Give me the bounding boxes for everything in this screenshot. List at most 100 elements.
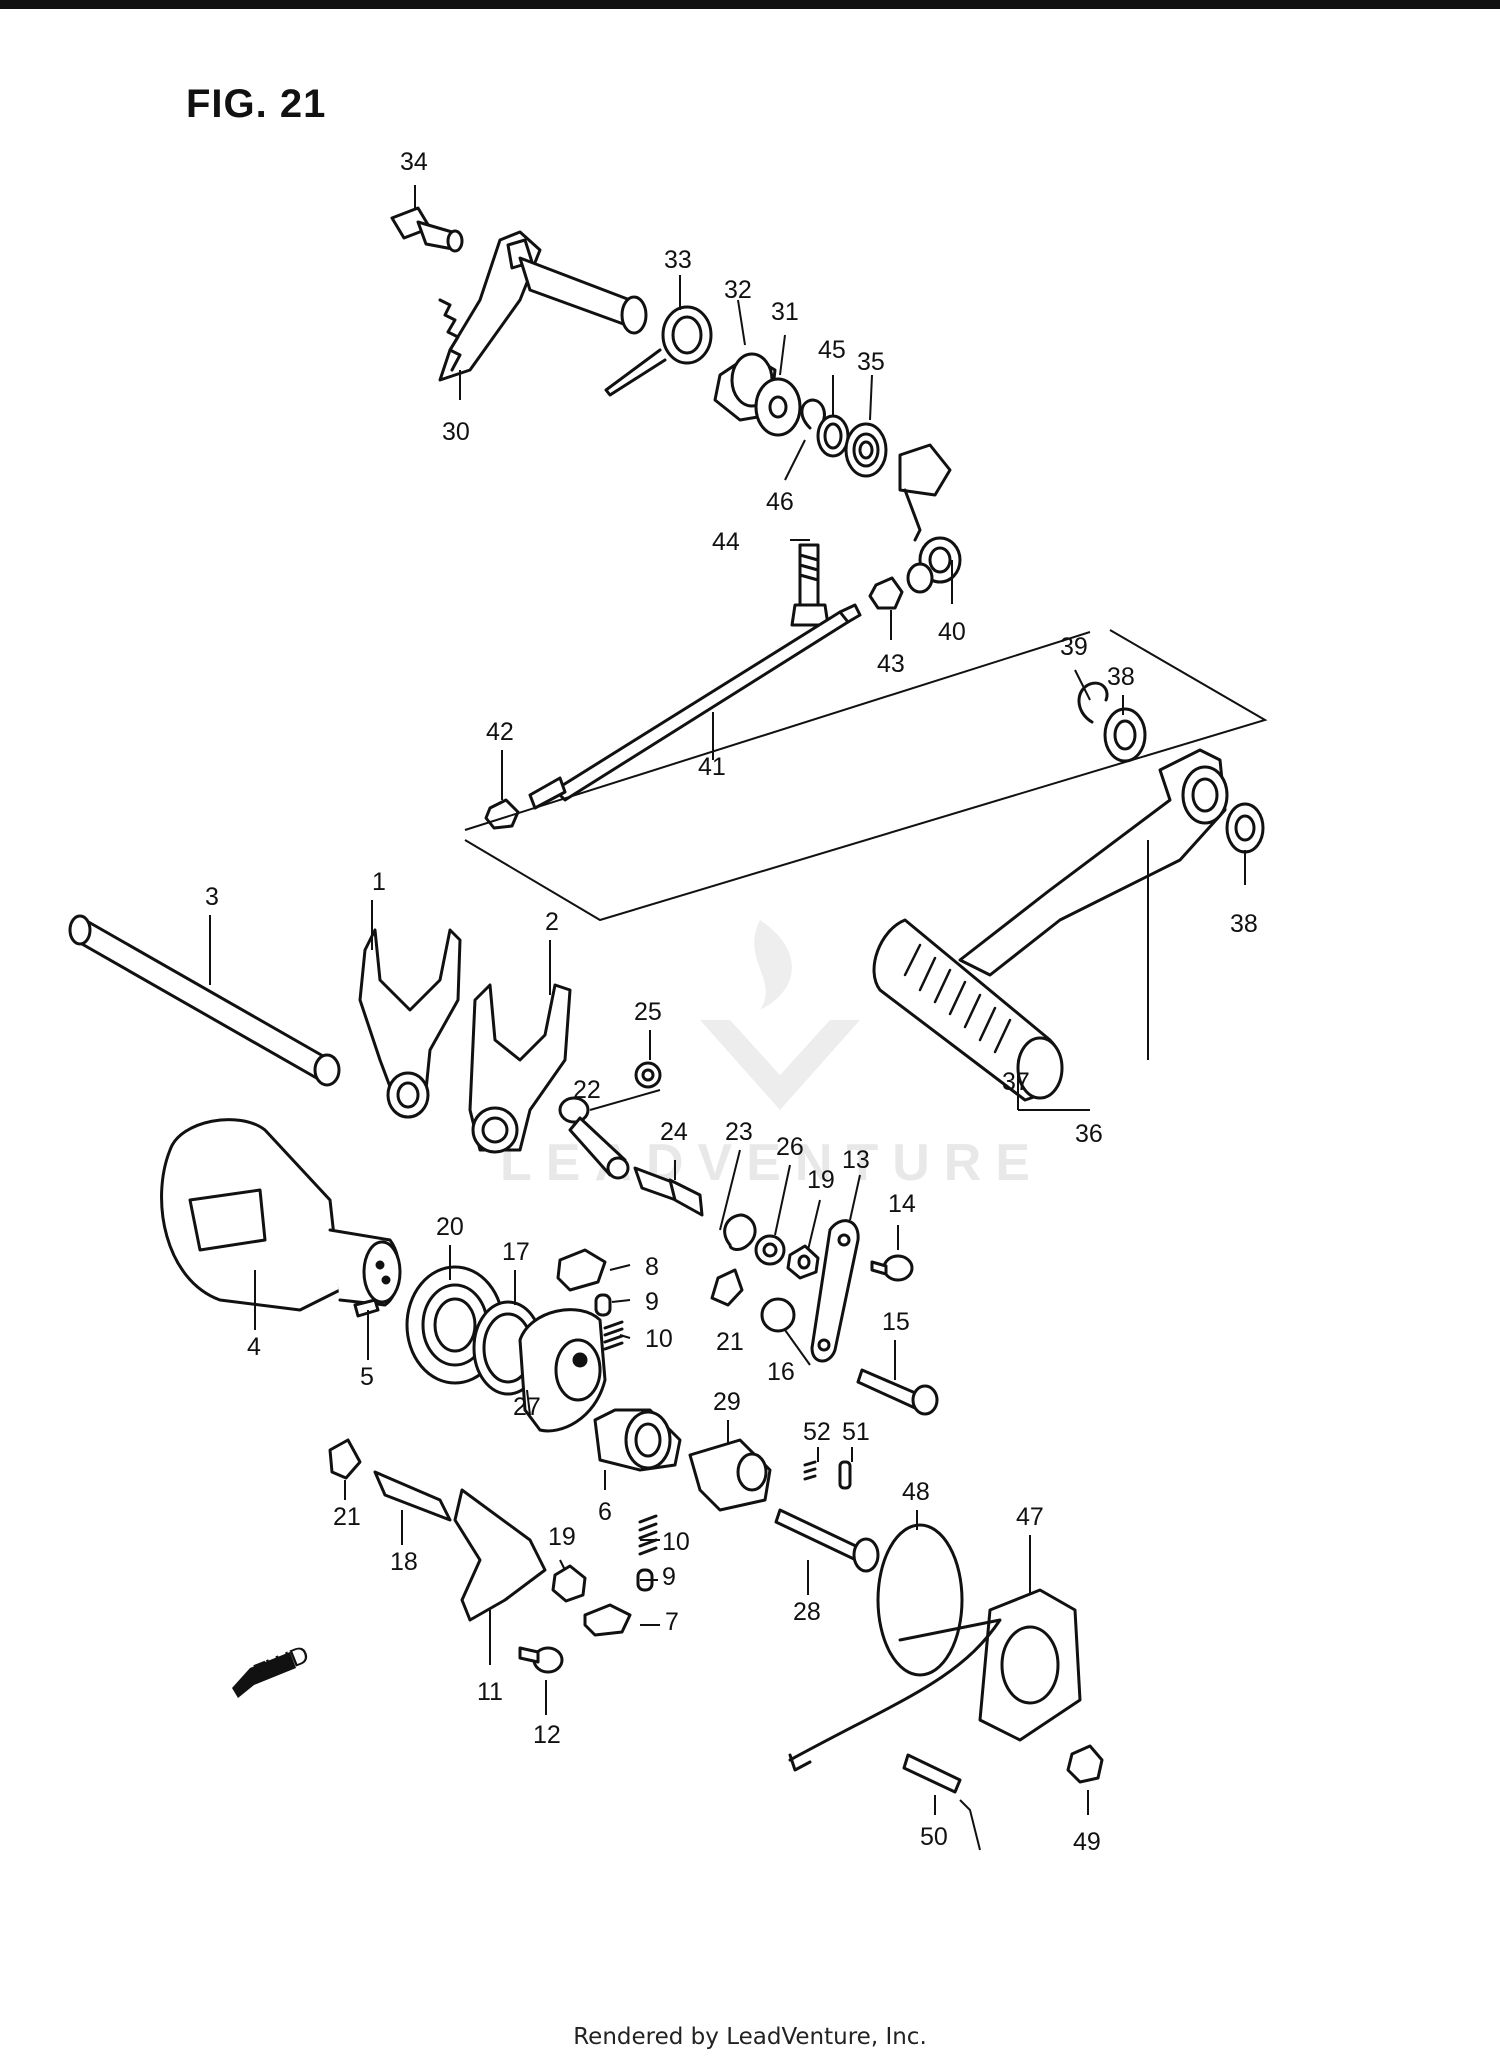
footer-credit: Rendered by LeadVenture, Inc. [573,2024,927,2050]
callout-17: 17 [502,1238,530,1266]
part-4-gearshift-cam [160,1118,402,1312]
callout-26: 26 [776,1133,804,1161]
part-37-gearshift-lever [872,748,1229,1102]
callout-34: 34 [400,148,428,176]
callout-44: 44 [712,528,740,556]
part-34-bolt [390,206,464,253]
callout-46: 46 [766,488,794,516]
callout-15: 15 [882,1308,910,1336]
callout-45: 45 [818,336,846,364]
callout-6: 6 [598,1498,612,1526]
part-2-shift-fork [468,983,572,1154]
part-46-circlip [800,398,826,430]
part-9-pin [594,1293,612,1317]
part-31-washer [754,377,802,437]
callout-11: 11 [477,1678,503,1706]
callout-19b: 19 [548,1523,576,1551]
callout-47: 47 [1016,1503,1044,1531]
callout-18: 18 [390,1548,418,1576]
callout-39: 39 [1060,633,1088,661]
callout-38b: 38 [1230,910,1258,938]
part-45-o-ring [816,414,850,458]
part-41-gearshift-rod [528,603,862,810]
callout-20: 20 [436,1213,464,1241]
part-7-pawl [583,1603,632,1637]
part-30-gearshift-shaft [438,230,648,382]
part-33-return-spring [604,305,713,397]
part-11-plate [453,1488,547,1622]
callout-5: 5 [360,1363,374,1391]
part-16-collar [760,1297,796,1333]
callout-7: 7 [665,1608,679,1636]
part-22-cam-stopper [558,1096,630,1180]
callout-22: 22 [573,1076,601,1104]
callout-leaders [209,185,1246,1851]
part-26-washer [754,1234,786,1266]
part-6-pawl-lifter [593,1408,682,1472]
part-14-screw [870,1254,914,1282]
part-10-spring [603,1320,624,1351]
part-48-o-ring [876,1523,964,1677]
part-15-screw [856,1368,939,1416]
watermark-logo-icon [700,1020,860,1110]
part-38-washer-b [1225,802,1265,854]
part-50-stud [902,1753,962,1794]
part-19-nut-b [551,1564,587,1603]
part-21-plate [710,1268,744,1307]
callout-10: 10 [645,1325,673,1353]
part-49-bolt [1066,1744,1104,1784]
part-8-pawl [556,1248,607,1292]
callout-8: 8 [645,1253,659,1281]
callout-12: 12 [533,1721,561,1749]
part-1-shift-fork [358,928,462,1119]
callout-43: 43 [877,650,905,678]
callout-30: 30 [442,418,470,446]
part-25-washer [634,1061,662,1089]
part-44-bolt [790,543,830,627]
callout-32: 32 [724,276,752,304]
part-27-cam-plate [518,1308,607,1433]
callout-33: 33 [664,246,692,274]
callout-41: 41 [698,753,726,781]
callout-51: 51 [842,1418,870,1446]
callout-24: 24 [660,1118,688,1146]
callout-3: 3 [205,883,219,911]
top-border [0,0,1500,9]
callout-50: 50 [920,1823,948,1851]
callout-14: 14 [888,1190,916,1218]
callout-16: 16 [767,1358,795,1386]
callout-21: 21 [716,1328,744,1356]
callout-52: 52 [803,1418,831,1446]
part-51-pin [838,1460,852,1490]
part-23-spring [723,1213,757,1251]
callout-labels: 1 2 3 4 5 6 7 8 9 9 10 10 11 12 13 14 15… [205,148,1258,1856]
part-10-spring-b [638,1514,658,1556]
part-52-spring [803,1460,817,1481]
callout-25: 25 [634,998,662,1026]
callout-42: 42 [486,718,514,746]
part-13-plate [810,1219,860,1363]
callout-37: 37 [1002,1068,1030,1096]
fwd-arrow-icon: FWD [232,1640,313,1698]
part-40-rod-end [898,443,962,594]
part-47-position-sensor [788,1588,1082,1772]
callout-29: 29 [713,1388,741,1416]
part-3-fork-shaft [68,914,341,1087]
callout-36: 36 [1075,1120,1103,1148]
part-21-plate-b [328,1438,362,1480]
callout-40: 40 [938,618,966,646]
callout-4: 4 [247,1333,261,1361]
callout-10b: 10 [662,1528,690,1556]
part-24-bolt [633,1166,704,1217]
callout-21b: 21 [333,1503,361,1531]
part-39-circlip [1077,681,1109,724]
callout-27: 27 [513,1393,541,1421]
part-28-bolt [774,1508,880,1573]
callout-48: 48 [902,1478,930,1506]
callout-35: 35 [857,348,885,376]
callout-31: 31 [771,298,799,326]
part-43-nut [868,576,904,610]
lever-group-outline [464,629,1268,922]
callout-1: 1 [372,868,386,896]
